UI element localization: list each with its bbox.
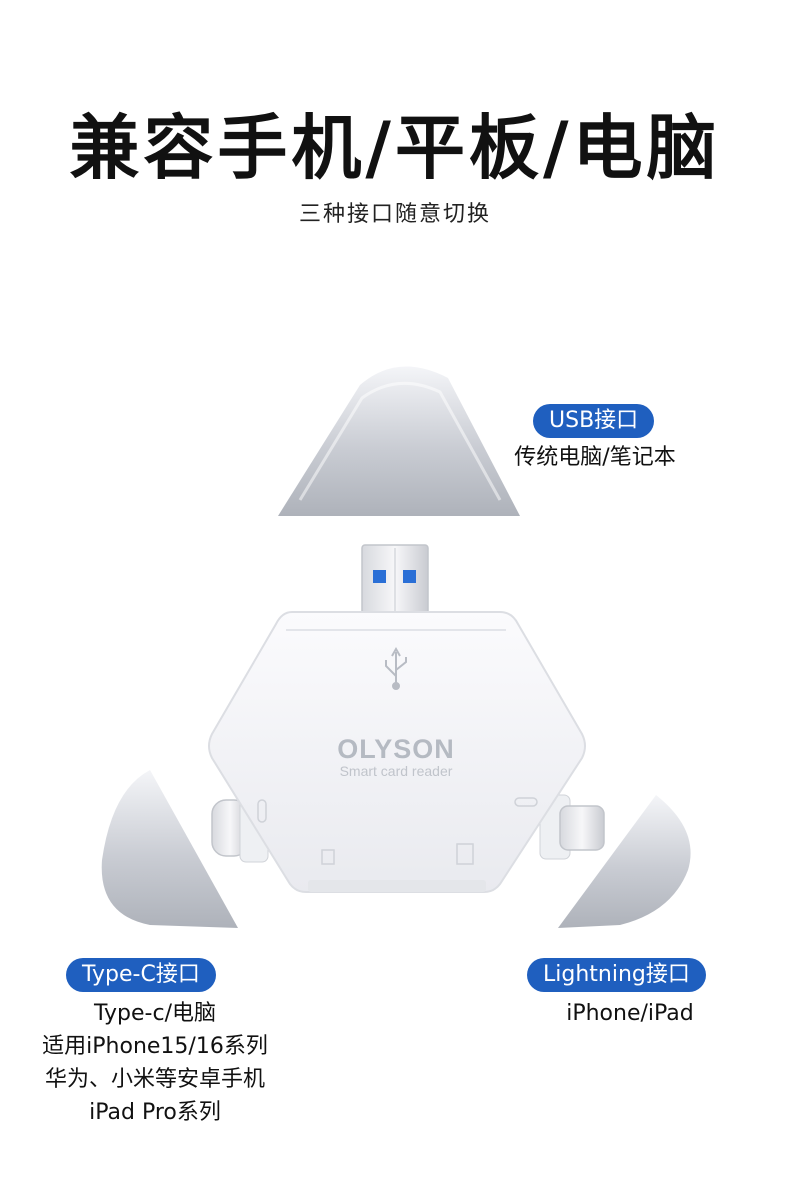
reader-body — [208, 611, 586, 893]
page-title: 兼容手机/平板/电脑 — [69, 107, 721, 189]
usb-symbol-icon — [385, 646, 407, 690]
lightning-cap — [558, 795, 691, 928]
typec-port-desc-2: 适用iPhone15/16系列 — [42, 1034, 268, 1059]
usb-port-badge: USB接口 — [533, 404, 655, 438]
lightning-port-desc: iPhone/iPad — [566, 1001, 694, 1026]
lightning-plug — [539, 794, 605, 860]
typec-cap — [101, 770, 238, 928]
usb-cap — [278, 366, 520, 516]
brand-logo: OLYSON — [337, 734, 455, 764]
usb-port-desc: 传统电脑/笔记本 — [514, 445, 676, 470]
typec-port-desc-1: Type-c/电脑 — [94, 1001, 216, 1026]
lightning-port-badge: Lightning接口 — [527, 958, 706, 992]
typec-port-desc-4: iPad Pro系列 — [89, 1100, 221, 1125]
typec-port-desc-3: 华为、小米等安卓手机 — [44, 1067, 265, 1092]
typec-port-badge: Type-C接口 — [66, 958, 216, 992]
page-subtitle: 三种接口随意切换 — [298, 202, 491, 227]
usb-plug — [361, 544, 429, 616]
brand-tagline: Smart card reader — [340, 763, 453, 779]
